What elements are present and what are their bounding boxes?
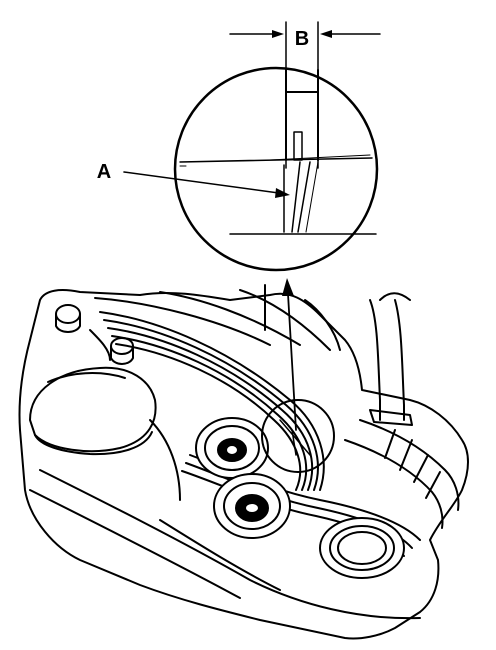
- tensioner-detail-circle: [261, 399, 335, 473]
- hose: [369, 299, 381, 421]
- engine-housing: [18, 289, 469, 640]
- label-b: B: [295, 28, 309, 50]
- lower-pulley: [213, 473, 291, 539]
- dimension-b: [229, 21, 381, 73]
- label-a: A: [97, 161, 111, 183]
- pointer-tab: [293, 131, 303, 161]
- leader-a: [123, 171, 290, 198]
- right-pulley: [319, 517, 405, 579]
- bolt-upper: [55, 304, 81, 324]
- detail-connector-arrow: [282, 278, 297, 431]
- upper-pulley: [195, 417, 269, 479]
- indicator-bar: [285, 69, 319, 161]
- corrugated-hose: [359, 419, 460, 511]
- detail-circle: [173, 66, 379, 272]
- reservoir-cap: [29, 366, 157, 453]
- engine-illustration: [18, 284, 469, 640]
- tensioner-arm: [283, 161, 301, 233]
- magnified-detail: [173, 66, 379, 272]
